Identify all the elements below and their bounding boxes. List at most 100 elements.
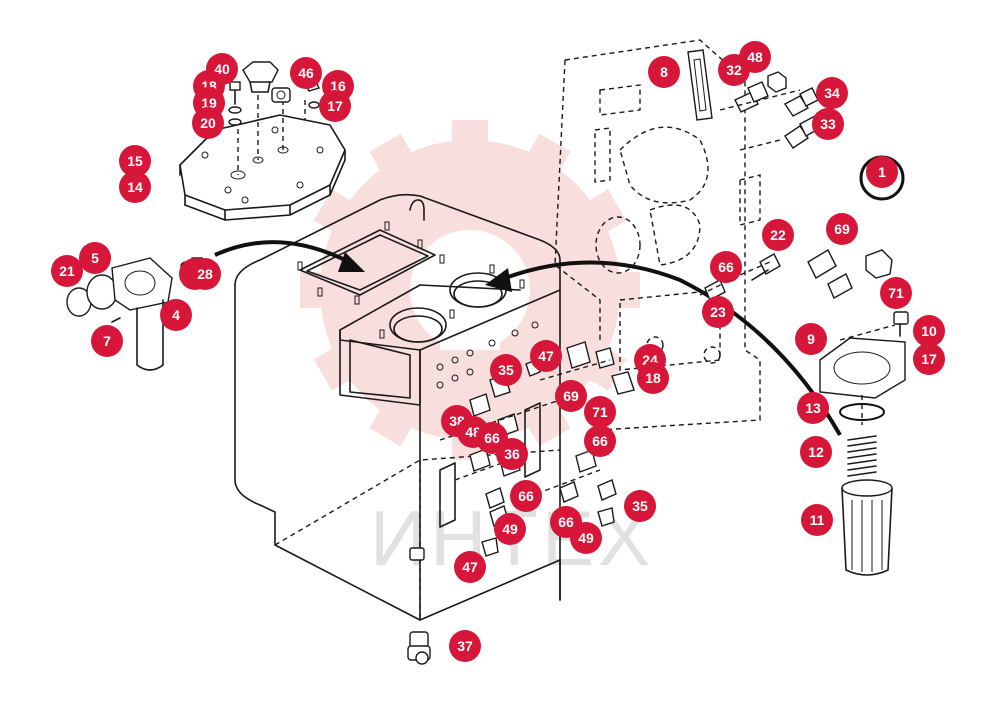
callout-21: 21 [51,255,83,287]
callout-66: 66 [584,425,616,457]
callout-bubble [739,41,771,73]
breather-cap-40 [242,61,279,93]
callout-15: 15 [119,145,151,177]
nut-71-upper [865,249,893,279]
tank-cover-plate [179,95,346,221]
callout-number: 13 [805,400,821,416]
callout-7: 7 [91,325,123,357]
callout-bubble [762,219,794,251]
callout-18: 18 [637,362,669,394]
callout-number: 36 [504,446,520,462]
callout-number: 47 [462,559,478,575]
callout-number: 34 [824,85,840,101]
callout-number: 15 [127,153,143,169]
callout-number: 16 [330,78,346,94]
callout-layer: 4046181619172015142156284783248343312269… [51,41,945,662]
callout-number: 11 [810,512,825,528]
callout-8: 8 [648,56,680,88]
callout-bubble [319,90,351,122]
callout-47: 47 [530,340,562,372]
callout-bubble [801,504,833,536]
callout-35: 35 [624,490,656,522]
callout-number: 17 [327,98,343,114]
callout-bubble [880,277,912,309]
fitting-69-upper [807,249,853,299]
filter-cover-9 [819,337,906,399]
callout-number: 35 [632,498,648,514]
callout-number: 69 [563,388,579,404]
callout-bubble [866,156,898,188]
callout-number: 22 [770,227,786,243]
callout-number: 71 [888,285,904,301]
callout-17: 17 [319,90,351,122]
rear-mounting-plate [554,39,761,431]
nut-48 [767,71,787,93]
drain-fitting-37 [407,631,431,665]
callout-number: 4 [172,307,180,323]
callout-number: 37 [457,638,473,654]
callout-bubble [91,325,123,357]
callout-46: 46 [290,57,322,89]
callout-bubble [192,107,224,139]
callout-number: 8 [660,64,668,80]
callout-34: 34 [816,77,848,109]
callout-bubble [189,258,221,290]
callout-23: 23 [702,296,734,328]
callout-number: 1 [878,164,886,180]
plug-46 [271,87,291,103]
hydraulic-tank-body [234,193,561,621]
callout-number: 18 [645,370,661,386]
callout-bubble [160,299,192,331]
callout-bubble [624,490,656,522]
callout-bubble [494,513,526,545]
callout-5: 5 [79,242,111,274]
callout-bubble [496,438,528,470]
callout-bubble [800,436,832,468]
callout-9: 9 [795,323,827,355]
callout-48: 48 [739,41,771,73]
callout-bubble [816,77,848,109]
callout-bubble [119,145,151,177]
callout-bubble [584,425,616,457]
callout-number: 32 [726,62,742,78]
callout-number: 7 [103,333,111,349]
callout-bubble [913,315,945,347]
callout-22: 22 [762,219,794,251]
callout-number: 20 [200,115,216,131]
callout-number: 28 [197,266,213,282]
callout-47: 47 [454,551,486,583]
callout-bubble [51,255,83,287]
callout-66: 66 [710,251,742,283]
callout-number: 69 [834,221,850,237]
callout-bubble [797,392,829,424]
callout-number: 5 [91,250,99,266]
callout-bubble [648,56,680,88]
callout-bubble [79,242,111,274]
callout-bubble [490,354,522,386]
callout-1: 1 [866,156,898,188]
callout-bubble [510,480,542,512]
fitting-34 [783,87,819,117]
filter-element-11 [841,479,893,576]
callout-number: 35 [498,362,514,378]
callout-bubble [119,171,151,203]
callout-bubble [454,551,486,583]
callout-bubble [555,380,587,412]
callout-number: 33 [820,116,836,132]
fitting-22 [751,253,781,281]
callout-bubble [584,396,616,428]
callout-number: 10 [921,323,937,339]
callout-bubble [795,323,827,355]
callout-bubble [449,630,481,662]
callout-number: 23 [710,304,726,320]
callout-bubble [702,296,734,328]
callout-number: 46 [298,65,314,81]
assembly-arrow-right [485,260,842,436]
callout-49: 49 [494,513,526,545]
callout-bubble [290,57,322,89]
callout-bubble [826,213,858,245]
callout-number: 66 [592,433,608,449]
callout-12: 12 [800,436,832,468]
callout-number: 66 [518,488,534,504]
callout-bubble [570,522,602,554]
